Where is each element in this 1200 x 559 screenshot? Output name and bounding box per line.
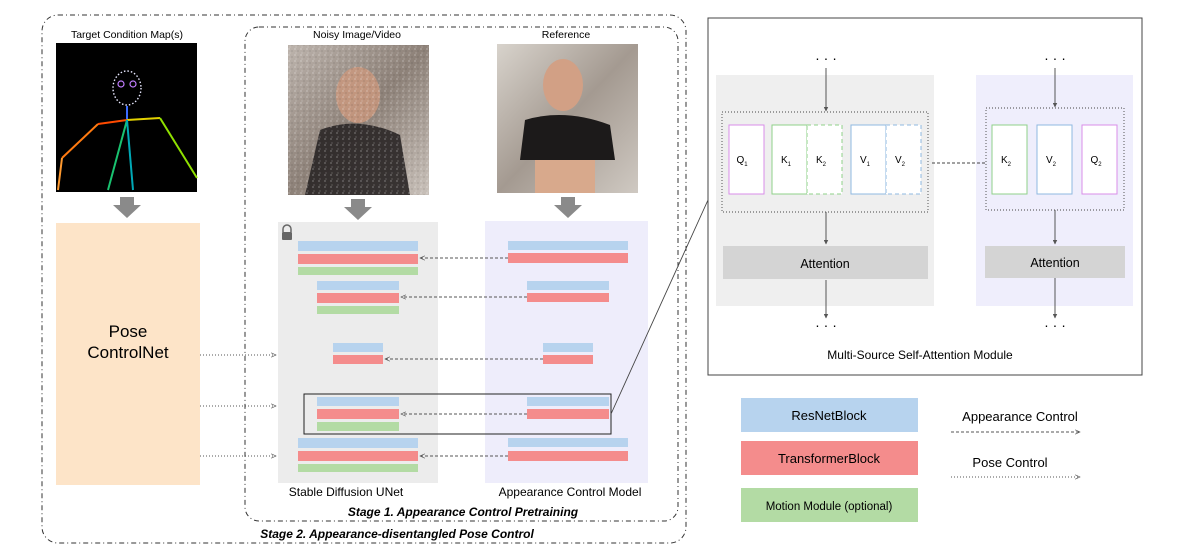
- right-tokens: K2 V2 Q2: [991, 124, 1118, 195]
- unet-transformer-block-1: [298, 254, 418, 264]
- token-v1-label: V1: [860, 155, 871, 168]
- acm-resnet-block-5: [508, 438, 628, 447]
- pose-controlnet-box: [56, 223, 200, 485]
- ellipsis-top-left: · · ·: [815, 50, 837, 66]
- token-k2: [806, 124, 843, 195]
- token-k2-right: [991, 124, 1028, 195]
- token-v2-right: [1036, 124, 1073, 195]
- attention-label-left: Attention: [800, 257, 849, 271]
- unet-motion-block-4: [317, 422, 399, 431]
- noisy-image: [288, 45, 429, 195]
- unet-motion-block-2: [317, 306, 399, 314]
- acm-transformer-block-2: [527, 293, 609, 302]
- appearance-control-arrows: [385, 258, 543, 456]
- acm-transformer-block-1: [508, 253, 628, 263]
- acm-blocks: [508, 241, 628, 461]
- left-tokens: Q1 K1 K2 V1 V2: [728, 124, 922, 195]
- noisy-image-label: Noisy Image/Video: [313, 29, 401, 41]
- unet-transformer-block-3: [333, 355, 383, 364]
- legend-appearance-label: Appearance Control: [962, 409, 1078, 424]
- acm-resnet-block-1: [508, 241, 628, 250]
- token-v2-right-label: V2: [1046, 155, 1057, 168]
- lock-icon: [282, 224, 292, 240]
- unet-label: Stable Diffusion UNet: [289, 485, 404, 499]
- token-k1-label: K1: [781, 155, 792, 168]
- stage1-label: Stage 1. Appearance Control Pretraining: [348, 505, 579, 519]
- acm-resnet-block-2: [527, 281, 609, 290]
- pose-control-arrows: [200, 355, 276, 456]
- unet-resnet-block-2: [317, 281, 399, 290]
- stage1-frame: [244, 26, 679, 522]
- token-q1: [728, 124, 765, 195]
- unet-resnet-block-3: [333, 343, 383, 352]
- unet-transformer-block-2: [317, 293, 399, 303]
- unet-resnet-block-4: [317, 397, 399, 406]
- acm-label: Appearance Control Model: [499, 485, 642, 499]
- target-condition-label: Target Condition Map(s): [71, 29, 183, 41]
- unet-blocks: [298, 241, 418, 472]
- unet-motion-block-1: [298, 267, 418, 275]
- legend-motion-swatch: [741, 488, 918, 522]
- stage2-label: Stage 2. Appearance-disentangled Pose Co…: [260, 527, 534, 541]
- legend-transformer-label: TransformerBlock: [778, 451, 881, 466]
- token-k2-right-label: K2: [1001, 155, 1012, 168]
- acm-transformer-block-5: [508, 451, 628, 461]
- attention-module-title: Multi-Source Self-Attention Module: [827, 348, 1013, 362]
- acm-transformer-block-3: [543, 355, 593, 364]
- legend-transformer-swatch: [741, 441, 918, 475]
- legend-pose-label: Pose Control: [972, 455, 1047, 470]
- pose-map-image: [56, 43, 198, 192]
- reference-image: [497, 44, 638, 193]
- attention-flow-arrows: [823, 68, 1058, 319]
- token-k2-label: K2: [816, 155, 827, 168]
- unet-transformer-block-5: [298, 451, 418, 461]
- legend-resnet-swatch: [741, 398, 918, 432]
- attention-block-left: [723, 246, 928, 279]
- token-v2-label: V2: [895, 155, 906, 168]
- ellipsis-bottom-left: · · ·: [815, 317, 837, 333]
- stage2-frame: [41, 14, 687, 544]
- reference-label: Reference: [542, 29, 591, 41]
- unet-transformer-block-4: [317, 409, 399, 419]
- legend-motion-label: Motion Module (optional): [766, 501, 893, 513]
- right-token-group: [985, 107, 1125, 211]
- unet-motion-block-5: [298, 464, 418, 472]
- token-k1: [771, 124, 808, 195]
- attention-label-right: Attention: [1030, 256, 1079, 270]
- acm-resnet-block-4: [527, 397, 609, 406]
- legend: ResNetBlock TransformerBlock Motion Modu…: [741, 398, 1080, 522]
- token-q2-right: [1081, 124, 1118, 195]
- acm-transformer-block-4: [527, 409, 609, 419]
- ellipsis-bottom-right: · · ·: [1044, 317, 1066, 333]
- pose-controlnet-line1: Pose: [109, 322, 148, 341]
- token-q2-right-label: Q2: [1090, 155, 1102, 168]
- zoom-connector: [610, 199, 709, 415]
- acm-resnet-block-3: [543, 343, 593, 352]
- token-q1-label: Q1: [736, 155, 748, 168]
- pose-controlnet-line2: ControlNet: [87, 343, 169, 362]
- attention-block-right: [985, 246, 1125, 278]
- left-token-group: [721, 111, 929, 213]
- token-v2: [885, 124, 922, 195]
- legend-resnet-label: ResNetBlock: [791, 408, 867, 423]
- ellipsis-top-right: · · ·: [1044, 50, 1066, 66]
- unet-resnet-block-1: [298, 241, 418, 251]
- token-v1: [850, 124, 887, 195]
- unet-resnet-block-5: [298, 438, 418, 448]
